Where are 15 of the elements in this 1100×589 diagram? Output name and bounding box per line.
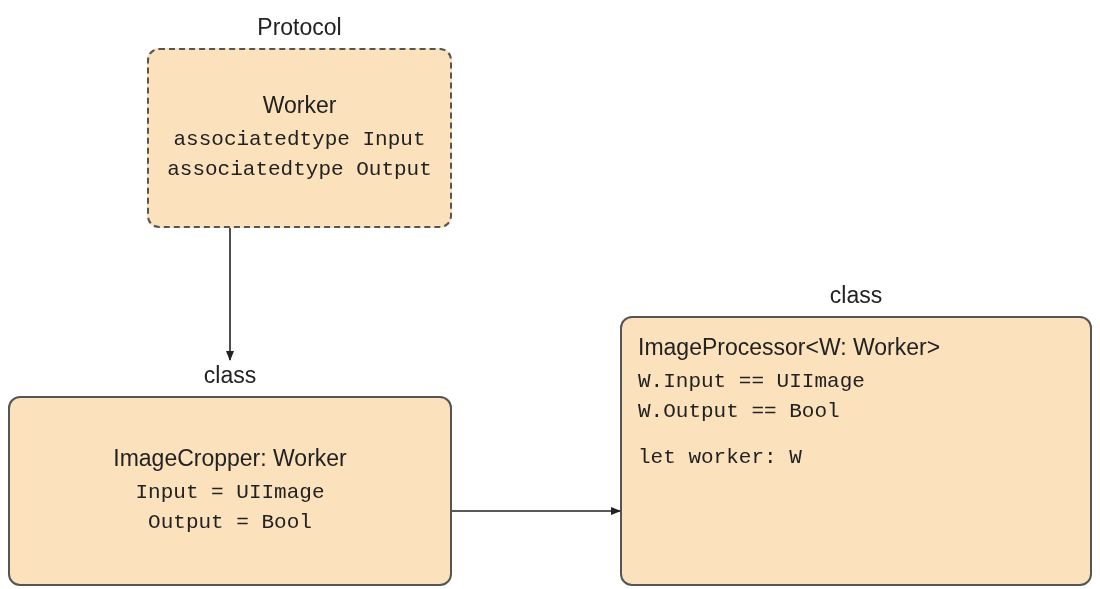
stereotype-label: class [203, 361, 257, 390]
code-line: associatedtype Output [167, 156, 432, 183]
stereotype-label: Protocol [257, 13, 342, 42]
code-line: W.Input == UIImage [638, 369, 865, 395]
class-name: ImageCropper: Worker [113, 444, 347, 472]
code-line: let worker: W [638, 445, 802, 471]
code-line: W.Output == Bool [638, 399, 840, 425]
code-line: Output = Bool [148, 509, 312, 536]
arrow [451, 507, 621, 515]
class-name: Worker [262, 91, 337, 119]
arrow [226, 227, 234, 361]
code-line: associatedtype Input [173, 126, 426, 153]
code-line: Input = UIImage [135, 479, 325, 506]
class-name: ImageProcessor<W: Worker> [638, 334, 941, 361]
stereotype-label: class [829, 281, 883, 310]
